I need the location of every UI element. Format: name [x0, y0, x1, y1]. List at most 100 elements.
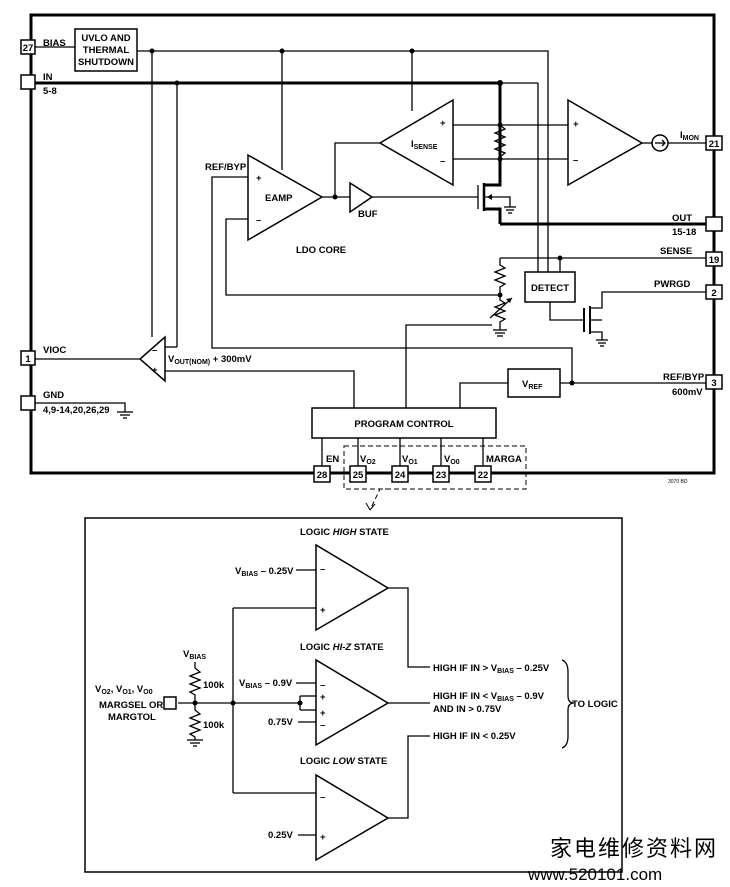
svg-text:–: –: [320, 792, 325, 803]
isense-amplifier: + – ISENSE: [378, 98, 454, 187]
pin-out: OUT 15-18: [672, 213, 723, 238]
svg-text:EN: EN: [326, 454, 339, 465]
pin-en: 28 EN: [313, 454, 339, 483]
ic-outline: [29, 13, 716, 475]
program-control-block: PROGRAM CONTROL: [311, 407, 497, 439]
buf-buffer: BUF: [349, 181, 378, 220]
feedback-resistor-bottom: [493, 295, 507, 330]
vioc-amplifier: – +: [138, 335, 166, 383]
svg-text:21: 21: [709, 139, 720, 150]
feedback-resistor-top: [493, 258, 507, 295]
vbias-minus-025-label: VBIAS – 0.25V: [235, 566, 294, 578]
svg-text:2: 2: [711, 288, 716, 299]
svg-text:ISENSE: ISENSE: [411, 139, 438, 151]
svg-text:+: +: [152, 365, 158, 376]
pass-transistor-icon: [477, 180, 516, 224]
svg-text:+: +: [320, 605, 326, 616]
svg-text:4,9-14,20,26,29: 4,9-14,20,26,29: [43, 405, 110, 416]
imon-amplifier: + –: [567, 98, 644, 187]
pin-vo0: 23: [432, 465, 450, 483]
high-comparator: – +: [315, 543, 390, 632]
vbias-minus-09-label: VBIAS – 0.9V: [239, 678, 293, 690]
ref-byp-internal-label: REF/BYP: [205, 162, 247, 173]
out-high-label: HIGH IF IN > VBIAS – 0.25V: [433, 663, 550, 675]
pwrgd-transistor-icon: [583, 291, 706, 347]
svg-text:OUT: OUT: [672, 213, 692, 224]
eamp-amplifier: + – EAMP: [247, 153, 324, 242]
svg-text:EAMP: EAMP: [265, 193, 293, 204]
svg-text:5-8: 5-8: [43, 86, 57, 97]
vo1-label: VO1: [402, 454, 418, 466]
svg-text:GND: GND: [43, 390, 64, 401]
svg-text:19: 19: [709, 255, 720, 266]
svg-text:REF/BYP: REF/BYP: [663, 372, 705, 383]
svg-text:DETECT: DETECT: [531, 283, 569, 294]
svg-text:+: +: [320, 832, 326, 843]
logic-detail-box: [84, 517, 623, 873]
svg-text:25: 25: [353, 470, 364, 481]
svg-text:VIOC: VIOC: [43, 345, 66, 356]
pin-vo1: 24: [391, 465, 409, 483]
detect-block: DETECT: [524, 271, 576, 303]
brace: [561, 659, 575, 749]
svg-text:3: 3: [711, 378, 716, 389]
pin-refbyp: 3 REF/BYP 600mV: [663, 372, 723, 398]
input-label: VO2, VO1, VO0: [95, 684, 153, 696]
pin-bias: 27 BIAS: [20, 38, 66, 55]
margsel-label: MARGSEL OR: [99, 700, 163, 711]
svg-text:–: –: [320, 564, 325, 575]
svg-text:1: 1: [25, 354, 31, 365]
out-hiz-label-1: HIGH IF IN < VBIAS – 0.9V: [433, 691, 545, 703]
doc-code: 3070 BD: [668, 479, 688, 485]
to-logic-label: TO LOGIC: [572, 699, 618, 710]
svg-text:–: –: [320, 680, 325, 691]
divider-resistor-top: [188, 667, 202, 703]
divider-resistor-bottom: [188, 703, 202, 740]
current-source-icon: [651, 134, 669, 152]
vo0-label: VO0: [444, 454, 460, 466]
svg-text:+: +: [573, 119, 579, 130]
hiz-comparator: – + + –: [315, 658, 390, 747]
svg-text:–: –: [440, 156, 445, 167]
svg-text:+: +: [256, 173, 262, 184]
svg-text:–: –: [152, 345, 157, 356]
svg-text:24: 24: [395, 470, 406, 481]
margtol-label: MARGTOL: [108, 712, 156, 723]
svg-text:SENSE: SENSE: [660, 246, 692, 257]
sense-resistor: [493, 124, 507, 158]
svg-text:BIAS: BIAS: [43, 38, 66, 49]
ldo-core-label: LDO CORE: [296, 245, 346, 256]
v075-label: 0.75V: [268, 717, 293, 728]
svg-text:MARGA: MARGA: [486, 454, 522, 465]
uvlo-block: UVLO AND THERMAL SHUTDOWN: [74, 28, 138, 72]
svg-text:600mV: 600mV: [672, 387, 703, 398]
logic-high-title: LOGIC HIGH STATE: [300, 527, 389, 538]
pin-marga: 22 MARGA: [474, 454, 522, 483]
pin-vo2: 25: [349, 465, 367, 483]
pin-pwrgd: 2 PWRGD: [654, 279, 723, 300]
svg-text:IN: IN: [43, 72, 53, 83]
vref-block: VREF: [507, 368, 561, 398]
pin-sense: 19 SENSE: [660, 246, 723, 267]
vo2-label: VO2: [360, 454, 376, 466]
svg-text:–: –: [320, 720, 325, 731]
out-hiz-label-2: AND IN > 0.75V: [433, 704, 502, 715]
svg-text:+: +: [440, 118, 446, 129]
svg-text:22: 22: [478, 470, 489, 481]
vbias-label: VBIAS: [183, 649, 206, 661]
svg-text:THERMAL: THERMAL: [83, 45, 130, 56]
svg-text:UVLO AND: UVLO AND: [81, 33, 130, 44]
input-pin: [163, 696, 177, 710]
svg-text:+: +: [320, 692, 326, 703]
svg-text:23: 23: [436, 470, 447, 481]
voutnom-label: VOUT(NOM) + 300mV: [168, 354, 252, 366]
r-top-label: 100k: [203, 680, 225, 691]
svg-text:15-18: 15-18: [672, 227, 696, 238]
svg-text:+: +: [320, 708, 326, 719]
svg-text:BUF: BUF: [358, 209, 378, 220]
svg-text:PWRGD: PWRGD: [654, 279, 691, 290]
pin-imon: 21: [705, 135, 723, 151]
svg-text:VREF: VREF: [522, 379, 543, 391]
pin-vioc: 1 VIOC: [20, 345, 66, 366]
